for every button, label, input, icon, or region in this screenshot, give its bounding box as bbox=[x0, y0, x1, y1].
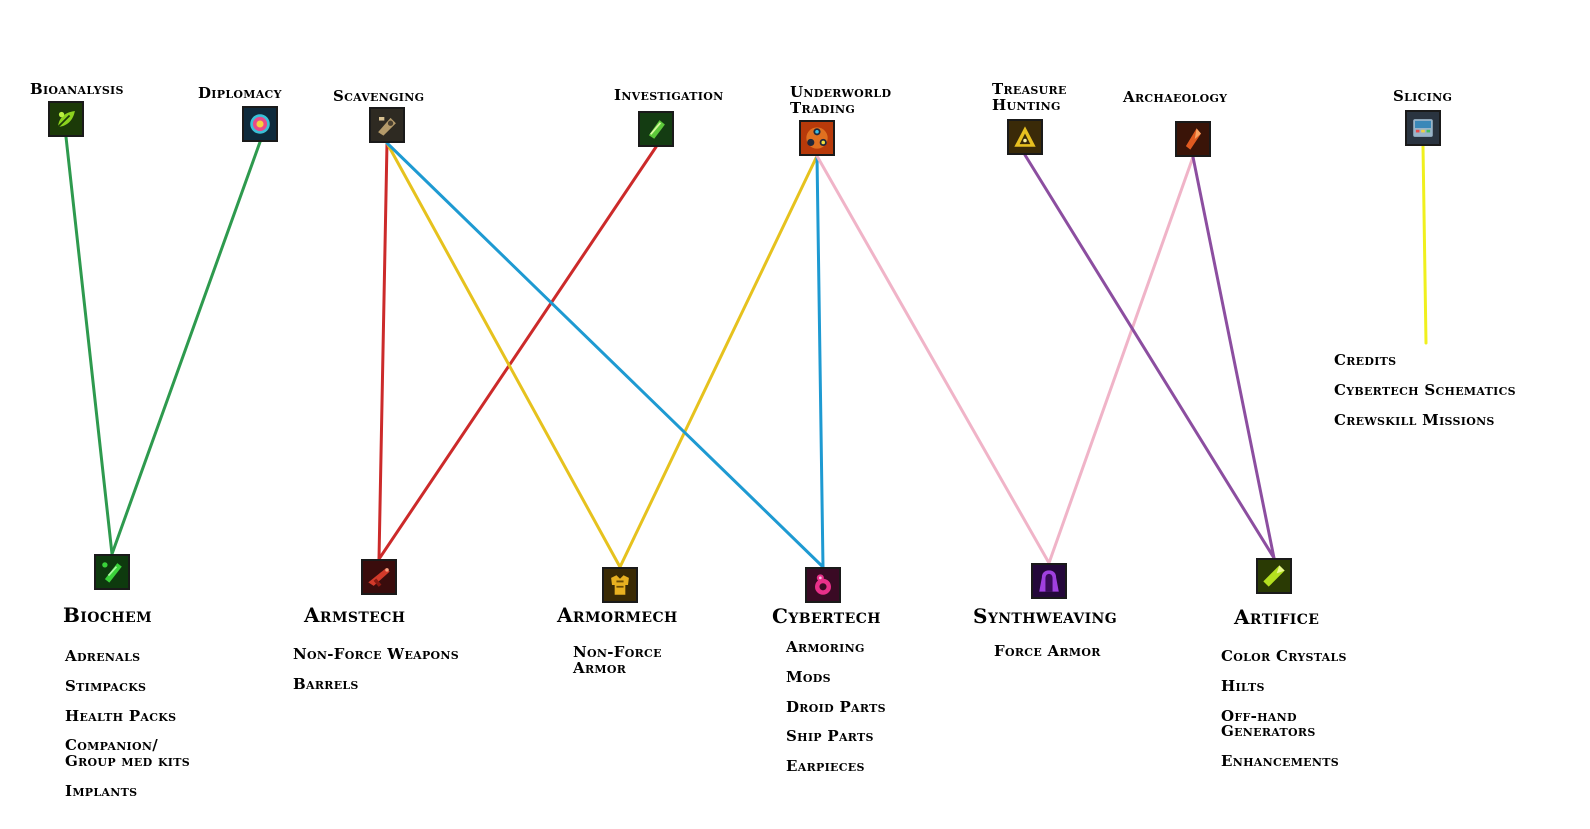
list-item: Health Packs bbox=[65, 706, 177, 725]
synthweaving-label: Synthweaving bbox=[973, 604, 1118, 628]
list-item: Adrenals bbox=[65, 647, 141, 665]
biochem-label: Biochem bbox=[63, 603, 152, 627]
scrap-icon bbox=[369, 107, 405, 143]
link-scavenging-to-armormech bbox=[385, 141, 622, 569]
link-treasure_hunting-to-artifice bbox=[1023, 153, 1276, 560]
crystal-shard-icon bbox=[1175, 121, 1211, 157]
link-scavenging-to-armstech bbox=[377, 141, 389, 561]
diplomacy-label: Diplomacy bbox=[198, 84, 282, 102]
trade-icon bbox=[799, 120, 835, 156]
list-item: Droid Parts bbox=[786, 697, 886, 716]
list-item: Companion/ Group med kits bbox=[65, 736, 190, 770]
list-item: Mods bbox=[786, 667, 831, 686]
list-item: Color Crystals bbox=[1221, 647, 1347, 665]
slicing-outputs-list: Credits Cybertech Schematics Crewskill M… bbox=[1334, 351, 1516, 442]
crystal-icon bbox=[1256, 558, 1292, 594]
link-slicing-to-slicing_outputs bbox=[1421, 144, 1428, 345]
list-item: Force Armor bbox=[994, 642, 1101, 660]
list-item: Non-Force Weapons bbox=[293, 645, 460, 663]
blaster-icon bbox=[361, 559, 397, 595]
list-item: Credits bbox=[1334, 351, 1397, 369]
biochem-items: Adrenals Stimpacks Health Packs Companio… bbox=[65, 647, 190, 814]
list-item: Crewskill Missions bbox=[1334, 410, 1495, 429]
link-underworld_trading-to-synthweaving bbox=[815, 154, 1051, 565]
vial-icon bbox=[638, 111, 674, 147]
link-underworld_trading-to-armormech bbox=[618, 154, 819, 569]
armor-icon bbox=[602, 567, 638, 603]
armstech-label: Armstech bbox=[304, 603, 406, 627]
list-item: Stimpacks bbox=[65, 676, 147, 695]
list-item: Armoring bbox=[786, 638, 865, 656]
synthweaving-items: Force Armor bbox=[994, 642, 1101, 674]
droid-icon bbox=[805, 567, 841, 603]
underworld-trading-label: Underworld Trading bbox=[790, 83, 892, 117]
link-archaeology-to-synthweaving bbox=[1047, 155, 1195, 565]
artifice-label: Artifice bbox=[1234, 605, 1320, 629]
link-underworld_trading-to-cybertech bbox=[815, 154, 825, 569]
orb-icon bbox=[242, 106, 278, 142]
list-item: Off-hand Generators bbox=[1221, 706, 1316, 741]
robe-icon bbox=[1031, 563, 1067, 599]
biochem-icon bbox=[94, 554, 130, 590]
link-scavenging-to-cybertech bbox=[385, 141, 825, 569]
armormech-label: Armormech bbox=[557, 603, 678, 627]
armormech-items: Non-Force Armor bbox=[573, 643, 662, 691]
artifice-items: Color Crystals Hilts Off-hand Generators… bbox=[1221, 647, 1347, 784]
scavenging-label: Scavenging bbox=[333, 87, 425, 105]
link-bioanalysis-to-biochem bbox=[64, 135, 114, 556]
link-archaeology-to-artifice bbox=[1191, 155, 1276, 560]
triangle-icon bbox=[1007, 119, 1043, 155]
link-diplomacy-to-biochem bbox=[110, 140, 262, 556]
list-item: Earpieces bbox=[786, 757, 865, 775]
archaeology-label: Archaeology bbox=[1123, 88, 1228, 106]
cybertech-label: Cybertech bbox=[772, 604, 881, 628]
list-item: Hilts bbox=[1221, 676, 1265, 695]
slicing-label: Slicing bbox=[1393, 87, 1453, 105]
investigation-label: Investigation bbox=[614, 86, 724, 104]
bioanalysis-label: Bioanalysis bbox=[30, 80, 124, 98]
list-item: Non-Force Armor bbox=[573, 643, 662, 677]
cybertech-items: Armoring Mods Droid Parts Ship Parts Ear… bbox=[786, 638, 886, 789]
list-item: Barrels bbox=[293, 674, 359, 693]
link-investigation-to-armstech bbox=[377, 145, 658, 561]
list-item: Cybertech Schematics bbox=[1334, 380, 1516, 399]
list-item: Ship Parts bbox=[786, 727, 874, 746]
treasure-hunting-label: Treasure Hunting bbox=[992, 80, 1067, 114]
list-item: Implants bbox=[65, 781, 138, 800]
armstech-items: Non-Force Weapons Barrels bbox=[293, 645, 460, 707]
leaf-icon bbox=[48, 101, 84, 137]
list-item: Enhancements bbox=[1221, 752, 1339, 770]
datapad-icon bbox=[1405, 110, 1441, 146]
